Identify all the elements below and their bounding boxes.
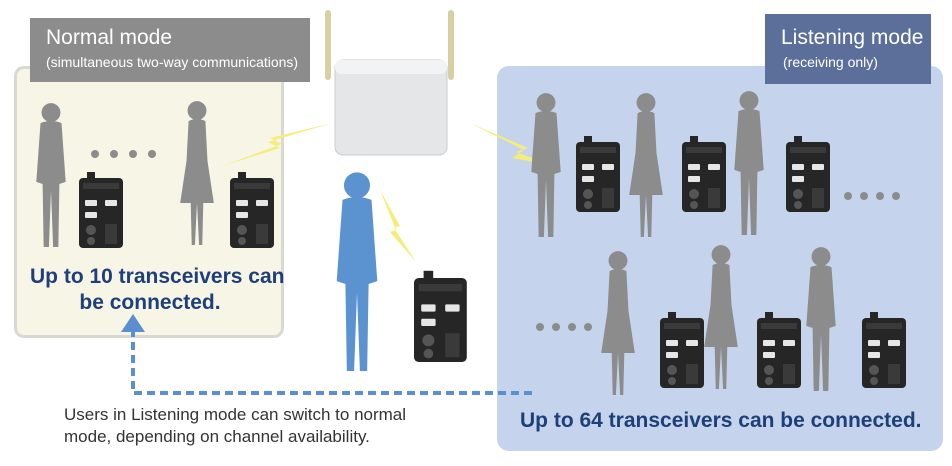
normal-mode-caption-line2: be connected.	[79, 291, 221, 314]
mode-switch-note-line2: mode, depending on channel availability.	[64, 427, 370, 446]
switching-user-icon	[336, 172, 378, 371]
normal-mode-people-icons	[36, 101, 214, 248]
normal-mode-subtitle: (simultaneous two-way communications)	[46, 54, 299, 70]
listening-mode-caption: Up to 64 transceivers can be connected.	[520, 409, 922, 432]
transceiver-icon	[79, 172, 123, 248]
listening-mode-title: Listening mode	[781, 26, 924, 49]
listening-mode-subtitle: (receiving only)	[783, 54, 878, 70]
transceiver-icon	[786, 136, 830, 212]
normal-mode-caption: Up to 10 transceivers can be connected.	[30, 264, 285, 316]
signal-lightning-icons	[222, 123, 552, 262]
listening-mode-tab: Listening mode (receiving only)	[765, 14, 931, 84]
normal-mode-tab: Normal mode (simultaneous two-way commun…	[30, 18, 310, 82]
transceiver-icon	[576, 136, 620, 212]
transceiver-icon	[660, 312, 704, 388]
mode-switch-note: Users in Listening mode can switch to no…	[64, 404, 406, 448]
transceiver-icon	[757, 312, 801, 388]
transceiver-icon	[862, 312, 906, 388]
transceiver-icon	[682, 136, 726, 212]
normal-mode-caption-line1: Up to 10 transceivers can	[30, 265, 285, 288]
transceiver-icon	[230, 172, 274, 248]
transceiver-icon	[414, 270, 467, 362]
listening-mode-ellipsis-icon	[536, 192, 900, 331]
normal-mode-title: Normal mode	[46, 26, 173, 49]
access-point-icon	[325, 10, 454, 156]
mode-switch-note-line1: Users in Listening mode can switch to no…	[64, 405, 407, 424]
normal-mode-ellipsis-icon	[91, 150, 156, 158]
mode-switch-arrow-icon	[121, 314, 532, 395]
